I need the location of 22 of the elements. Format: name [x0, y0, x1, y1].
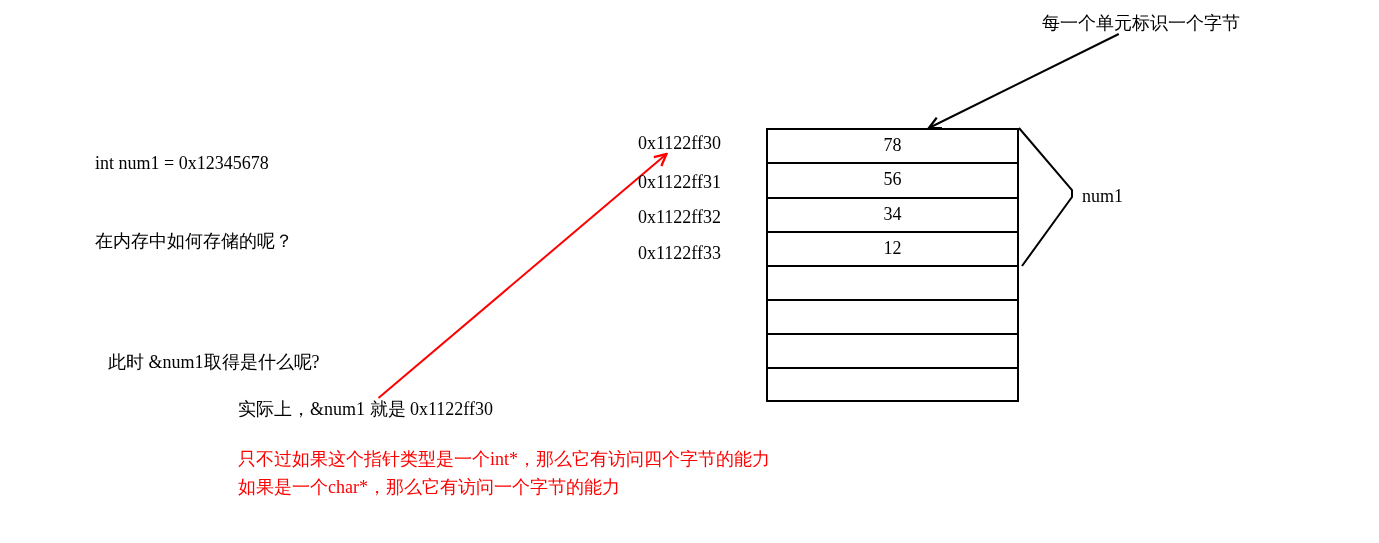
- memory-cell: 78: [766, 128, 1019, 164]
- memory-cell: 12: [766, 231, 1019, 267]
- arrow: [377, 152, 668, 399]
- address-text: 0x1122ff31: [638, 171, 721, 193]
- memory-cell: 34: [766, 197, 1019, 233]
- arrow: [927, 33, 1120, 130]
- memory-cell: [766, 367, 1019, 402]
- address-text: 0x1122ff32: [638, 206, 721, 228]
- question-text: 在内存中如何存储的呢？: [95, 230, 293, 252]
- address-text: 0x1122ff30: [638, 132, 721, 154]
- memory-cell: [766, 333, 1019, 369]
- memory-cell: [766, 265, 1019, 301]
- code-text: int num1 = 0x12345678: [95, 152, 269, 174]
- memory-cell: 56: [766, 162, 1019, 199]
- memory-cell: [766, 299, 1019, 335]
- note-text: 只不过如果这个指针类型是一个int*，那么它有访问四个字节的能力: [238, 448, 770, 470]
- question-text: 此时 &num1取得是什么呢?: [108, 351, 320, 373]
- annotation-text: 每一个单元标识一个字节: [1042, 12, 1240, 34]
- address-text: 0x1122ff33: [638, 242, 721, 264]
- note-text: 实际上，&num1 就是 0x1122ff30: [238, 398, 493, 420]
- note-text: 如果是一个char*，那么它有访问一个字节的能力: [238, 476, 620, 498]
- variable-name: num1: [1082, 185, 1123, 207]
